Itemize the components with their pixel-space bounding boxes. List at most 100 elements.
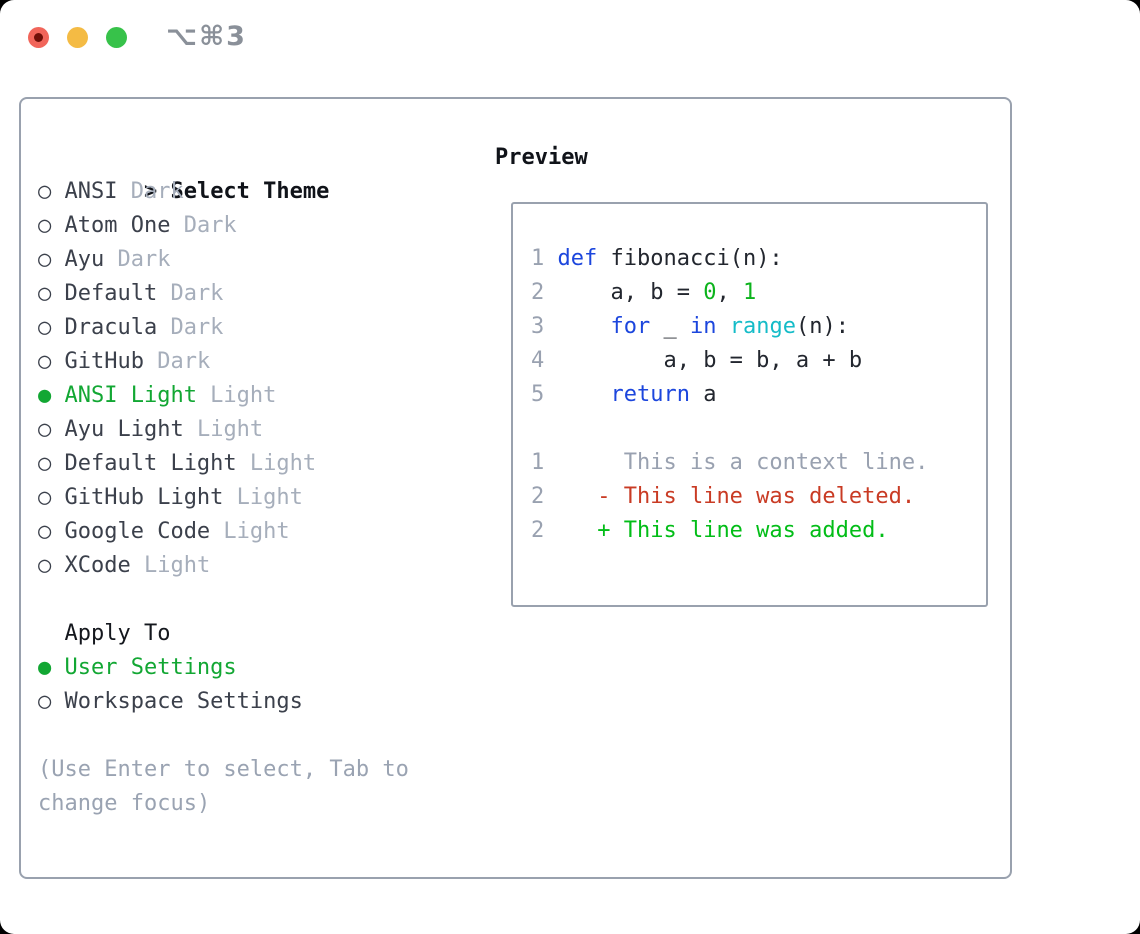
spacer (38, 583, 470, 617)
radio-unselected-icon: ○ (38, 349, 52, 374)
preview-header: Preview (495, 145, 588, 170)
prompt-icon: > (143, 179, 158, 204)
theme-option[interactable]: ○Atom One Dark (38, 209, 470, 243)
code-line: 1 def fibonacci(n): (531, 242, 928, 276)
theme-variant: Dark (104, 247, 171, 272)
radio-unselected-icon: ○ (38, 315, 52, 340)
line-number: 4 (531, 348, 558, 373)
select-theme-header: > Select Theme (38, 141, 470, 204)
code-segment: 1 (742, 280, 757, 305)
radio-selected-icon: ● (38, 655, 52, 680)
code-blank-line (531, 412, 928, 446)
theme-option[interactable]: ○ XCode Light (38, 549, 470, 583)
theme-variant: Dark (157, 281, 224, 306)
code-segment: in (689, 314, 717, 339)
code-segment: This is a context line. (557, 450, 929, 475)
theme-variant: Light (236, 451, 317, 476)
theme-option[interactable]: ○ Google Code Light (38, 515, 470, 549)
radio-unselected-icon: ○ (38, 689, 52, 714)
line-number: 1 (531, 450, 558, 475)
radio-unselected-icon: ○ (38, 519, 52, 544)
theme-variant: Dark (117, 179, 184, 204)
theme-variant: Dark (143, 349, 211, 374)
code-segment: fibonacci(n): (597, 246, 783, 271)
theme-option[interactable]: ○ Ayu Light Light (38, 413, 470, 447)
radio-unselected-icon: ○ (38, 281, 52, 306)
titlebar: ⌥⌘3 (0, 0, 1140, 76)
code-segment: + This line was added. (557, 518, 889, 543)
apply-to-list: ● User Settings ○ Workspace Settings (38, 651, 470, 719)
theme-variant: Dark (170, 213, 237, 238)
radio-unselected-icon: ○ (38, 451, 52, 476)
line-number: 1 (531, 246, 558, 271)
code-segment (558, 382, 611, 407)
theme-name: XCode (64, 553, 131, 578)
code-segment: - This line was deleted. (557, 484, 916, 509)
theme-option[interactable]: ○ GitHub Dark (38, 345, 470, 379)
apply-option[interactable]: ● User Settings (38, 651, 470, 685)
radio-unselected-icon: ○ (38, 485, 52, 510)
radio-unselected-icon: ○ (38, 417, 52, 442)
theme-name: Default Light (64, 451, 237, 476)
minimize-button[interactable] (67, 27, 88, 48)
code-line: 1 This is a context line. (531, 446, 928, 480)
apply-option[interactable]: ○ Workspace Settings (38, 685, 470, 719)
code-segment: def (557, 246, 598, 271)
theme-name: GitHub Light (64, 485, 224, 510)
theme-name: Google Code (64, 519, 211, 544)
code-segment: a (689, 382, 717, 407)
code-segment: , (716, 280, 743, 305)
zoom-button[interactable] (106, 27, 127, 48)
theme-panel: >Select Theme ○ANSI Dark○Atom One Dark○A… (19, 97, 1012, 879)
code-line: 2 + This line was added. (531, 514, 928, 548)
theme-option[interactable]: ○Dracula Dark (38, 311, 470, 345)
theme-option[interactable]: ○ Ayu Dark (38, 243, 470, 277)
apply-option-label: User Settings (64, 655, 237, 680)
unsaved-dot-icon (34, 33, 43, 42)
radio-selected-icon: ● (38, 383, 52, 408)
keyboard-shortcut-label: ⌥⌘3 (166, 21, 247, 52)
help-text: (Use Enter to select, Tab to change focu… (38, 757, 409, 816)
code-segment: for (610, 314, 651, 339)
radio-unselected-icon: ○ (38, 553, 52, 578)
theme-variant: Light (130, 553, 211, 578)
theme-name: ANSI (64, 179, 118, 204)
radio-unselected-icon: ○ (38, 247, 52, 272)
line-number: 3 (531, 314, 558, 339)
close-button[interactable] (28, 27, 49, 48)
code-segment (558, 314, 611, 339)
code-segment: (n): (795, 314, 849, 339)
select-theme-title: Select Theme (170, 179, 330, 204)
line-number: 2 (531, 484, 558, 509)
theme-option[interactable]: ○ ANSI Dark (38, 175, 470, 209)
theme-selector-column: >Select Theme ○ANSI Dark○Atom One Dark○A… (38, 141, 470, 821)
theme-name: Default (64, 281, 158, 306)
theme-option[interactable]: ○ GitHub Light Light (38, 481, 470, 515)
theme-list: ○ANSI Dark○Atom One Dark○Ayu Dark○Defaul… (38, 175, 470, 583)
theme-option[interactable]: ○ Default Dark (38, 277, 470, 311)
theme-name: Ayu Light (64, 417, 184, 442)
radio-unselected-icon: ○ (38, 179, 52, 204)
theme-name: Ayu (64, 247, 105, 272)
theme-variant: Light (196, 383, 277, 408)
spacer (38, 719, 470, 753)
theme-variant: Light (183, 417, 264, 442)
theme-option[interactable]: ● ANSI Light Light (38, 379, 470, 413)
apply-option-label: Workspace Settings (64, 689, 303, 714)
theme-variant: Light (223, 485, 303, 510)
theme-variant: Light (210, 519, 290, 544)
theme-name: ANSI Light (64, 383, 197, 408)
line-number (531, 416, 558, 441)
theme-name: Atom One (64, 213, 171, 238)
code-line: 5 return a (531, 378, 928, 412)
theme-option[interactable]: ○ Default Light Light (38, 447, 470, 481)
code-segment: _ (650, 314, 690, 339)
theme-variant: Dark (157, 315, 224, 340)
line-number: 2 (531, 518, 558, 543)
code-line: 2 a, b = 0, 1 (531, 276, 928, 310)
code-segment: range (729, 314, 796, 339)
theme-name: GitHub (64, 349, 144, 374)
